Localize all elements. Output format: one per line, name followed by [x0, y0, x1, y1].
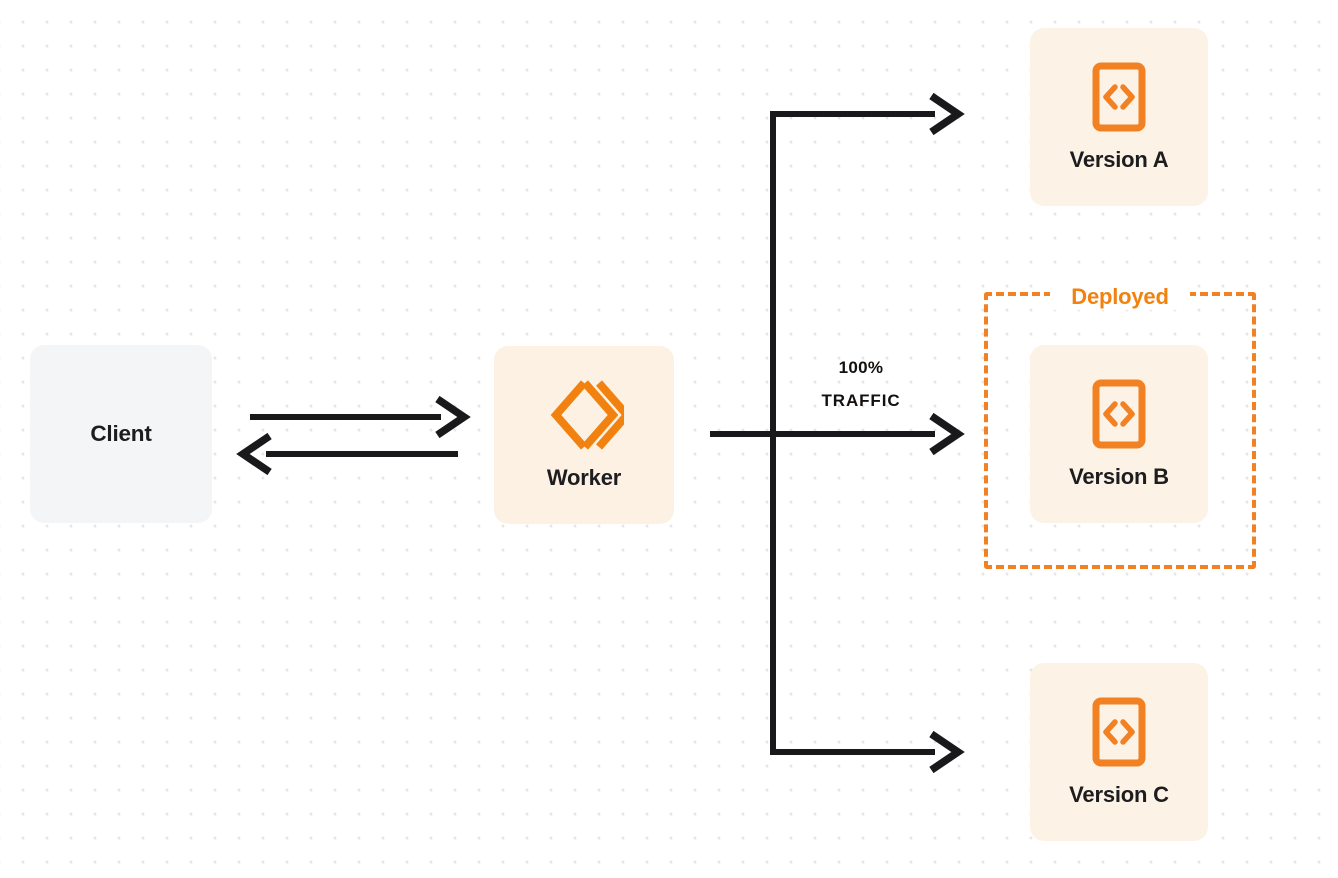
node-worker[interactable]: Worker [494, 346, 674, 524]
node-version-b[interactable]: Version B [1030, 345, 1208, 523]
version-b-label: Version B [1069, 464, 1169, 489]
node-client[interactable]: Client [30, 345, 212, 523]
traffic-word-text: TRAFFIC [821, 391, 901, 410]
cloudflare-workers-logo-icon [544, 379, 624, 451]
traffic-label: 100% TRAFFIC [791, 351, 931, 417]
node-version-c[interactable]: Version C [1030, 663, 1208, 841]
version-c-label: Version C [1069, 782, 1169, 807]
version-a-label: Version A [1069, 147, 1169, 172]
traffic-percent-text: 100% [838, 358, 884, 377]
node-version-a[interactable]: Version A [1030, 28, 1208, 206]
code-brackets-icon [1091, 61, 1147, 133]
deployed-group-label: Deployed [1050, 284, 1190, 310]
code-brackets-icon [1091, 696, 1147, 768]
client-label: Client [90, 421, 152, 446]
code-brackets-icon [1091, 378, 1147, 450]
worker-label: Worker [546, 465, 622, 490]
